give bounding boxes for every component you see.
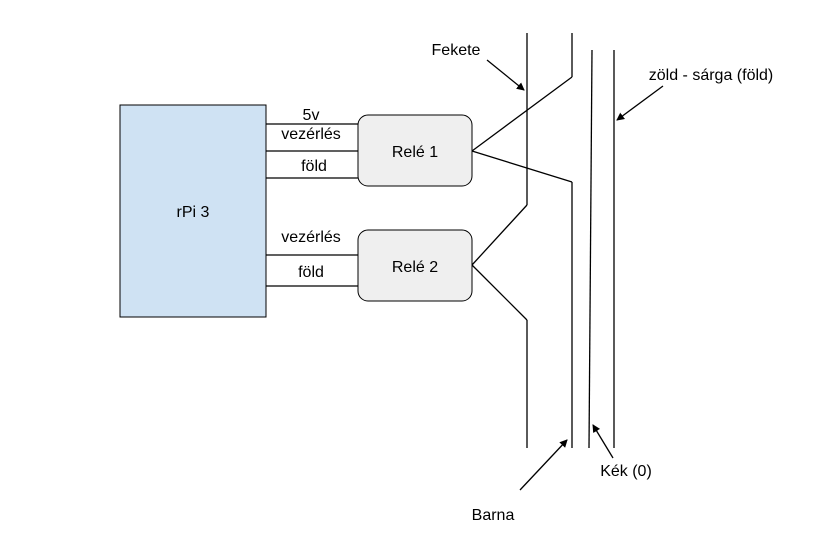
rpi-label: rPi 3 (177, 204, 210, 221)
black-wire-to-relay-2 (471, 204, 528, 266)
brown-wire-label: Barna (472, 507, 515, 524)
relay-2-label: Relé 2 (392, 259, 438, 276)
black-wire-label: Fekete (432, 42, 481, 59)
rpi-box (119, 104, 267, 318)
relay-1-ground-label: föld (301, 158, 327, 175)
green-yellow-wire-label: zöld - sárga (föld) (649, 67, 774, 84)
brown-wire-pointer (519, 439, 568, 491)
blue-wire-label: Kék (0) (600, 463, 652, 480)
relay-1-label: Relé 1 (392, 144, 438, 161)
green-yellow-wire-pointer (616, 85, 664, 121)
relay-1-control-label: vezérlés (281, 126, 341, 143)
brown-wire-to-relay-1 (471, 76, 573, 152)
relay-2-ground-label: föld (298, 264, 324, 281)
relay-1-power-label: 5v (303, 107, 320, 124)
black-wire-from-relay-2 (471, 264, 528, 321)
blue-wire (588, 49, 593, 449)
relay-2-control-label: vezérlés (281, 229, 341, 246)
brown-wire-from-relay-1 (471, 150, 573, 183)
blue-wire-pointer (592, 424, 614, 459)
black-wire-pointer (486, 59, 525, 91)
